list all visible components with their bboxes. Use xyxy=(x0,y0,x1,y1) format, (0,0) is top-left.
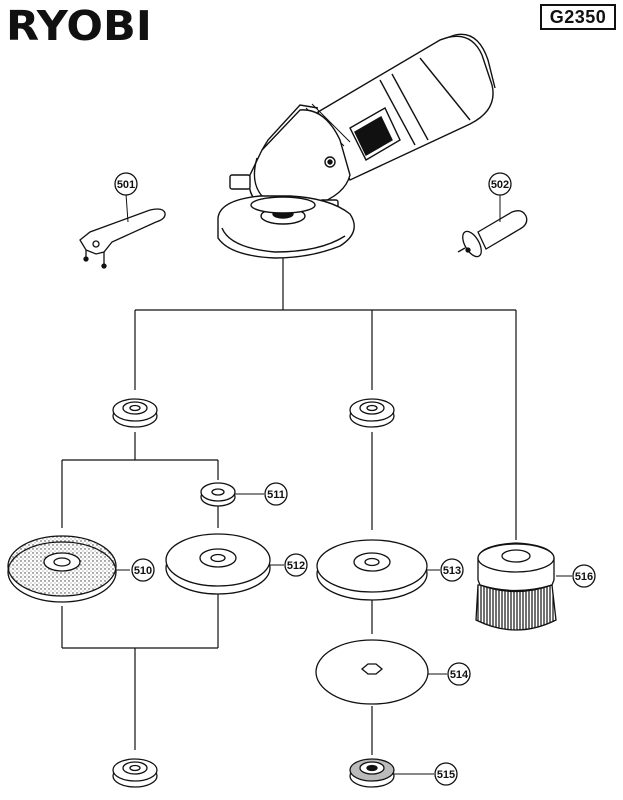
rubber-pad-part xyxy=(316,539,428,601)
callout-label: 511 xyxy=(267,489,285,501)
sanding-disc-part xyxy=(315,639,429,705)
flange-nut-left-top xyxy=(112,398,158,428)
brand-logo: RYOBI xyxy=(6,2,152,50)
callout-label: 516 xyxy=(575,571,593,583)
flange-nut-part-515 xyxy=(349,758,395,788)
side-handle-part xyxy=(457,194,528,258)
backing-pad-part xyxy=(165,533,271,595)
washer-part xyxy=(200,482,236,507)
callout-label: 514 xyxy=(450,669,469,681)
angle-grinder-illustration xyxy=(217,33,496,259)
flange-nut-left-bottom xyxy=(112,758,158,788)
connector-lines xyxy=(61,256,517,755)
callout-label: 502 xyxy=(491,179,509,191)
callout-502: 502 xyxy=(488,172,512,196)
brand-name: RYOBI xyxy=(6,2,152,50)
callout-label: 513 xyxy=(443,565,461,577)
callout-514: 514 xyxy=(428,662,471,686)
callout-512: 512 xyxy=(270,553,308,577)
callout-501: 501 xyxy=(114,172,138,196)
model-number-box: G2350 xyxy=(540,4,616,30)
callout-label: 515 xyxy=(437,769,455,781)
callout-515: 515 xyxy=(394,762,458,786)
callout-510: 510 xyxy=(116,558,155,582)
callout-label: 501 xyxy=(117,179,135,191)
callout-513: 513 xyxy=(427,558,464,582)
callout-label: 510 xyxy=(134,565,152,577)
model-number: G2350 xyxy=(549,7,607,27)
abrasive-disc-part xyxy=(7,535,117,603)
callout-511: 511 xyxy=(235,482,288,506)
callout-516: 516 xyxy=(556,564,596,588)
wire-cup-brush-part xyxy=(475,542,557,631)
callout-label: 512 xyxy=(287,560,305,572)
spanner-wrench-part xyxy=(79,193,166,269)
flange-nut-middle-top xyxy=(349,398,395,428)
